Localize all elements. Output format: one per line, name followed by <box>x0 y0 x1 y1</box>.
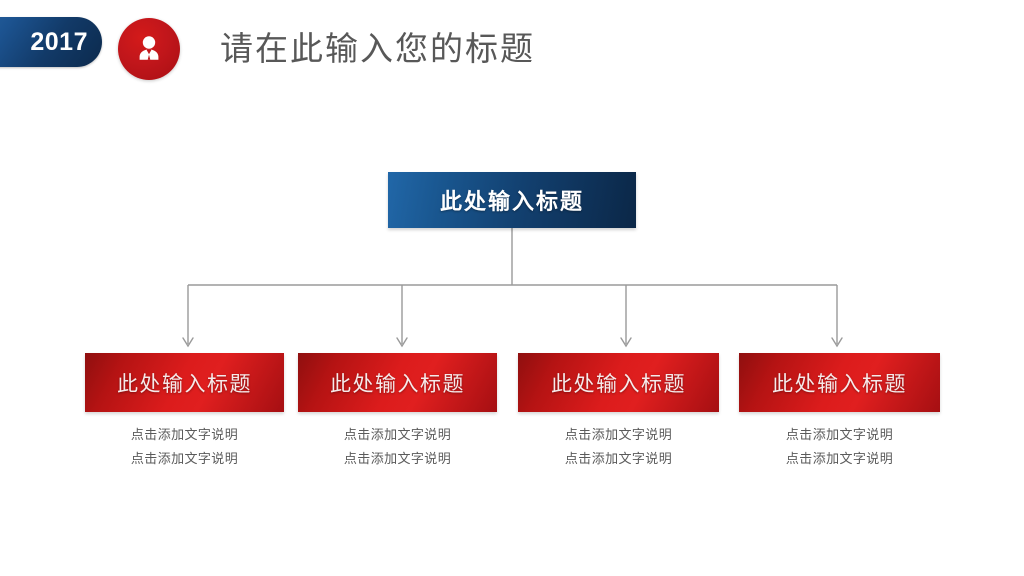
leaf-caption-3: 点击添加文字说明 点击添加文字说明 <box>518 424 719 472</box>
leaf-caption-4-line-1: 点击添加文字说明 <box>785 428 894 443</box>
person-icon <box>118 18 180 80</box>
leaf-caption-3-line-2: 点击添加文字说明 <box>564 452 673 467</box>
leaf-caption-1-line-2: 点击添加文字说明 <box>130 452 239 467</box>
year-badge: 2017 <box>0 17 102 67</box>
arrowhead-3 <box>620 337 632 348</box>
slide-header: 2017 请在此输入您的标题 <box>0 0 1024 110</box>
leaf-caption-1: 点击添加文字说明 点击添加文字说明 <box>85 424 284 472</box>
leaf-node-2-label: 此处输入标题 <box>330 371 465 396</box>
root-node[interactable]: 此处输入标题 <box>388 172 636 228</box>
leaf-caption-4: 点击添加文字说明 点击添加文字说明 <box>739 424 940 472</box>
root-node-label: 此处输入标题 <box>439 190 584 215</box>
year-badge-label: 2017 <box>30 28 88 56</box>
arrowhead-4 <box>831 337 843 348</box>
leaf-caption-1-line-1: 点击添加文字说明 <box>130 428 239 443</box>
leaf-node-2[interactable]: 此处输入标题 <box>298 353 497 412</box>
leaf-node-1-label: 此处输入标题 <box>117 371 252 396</box>
leaf-caption-2-line-1: 点击添加文字说明 <box>343 428 452 443</box>
leaf-node-4[interactable]: 此处输入标题 <box>739 353 940 412</box>
leaf-node-1[interactable]: 此处输入标题 <box>85 353 284 412</box>
leaf-node-3-label: 此处输入标题 <box>551 371 686 396</box>
leaf-caption-2: 点击添加文字说明 点击添加文字说明 <box>298 424 497 472</box>
leaf-caption-3-line-1: 点击添加文字说明 <box>564 428 673 443</box>
leaf-caption-4-line-2: 点击添加文字说明 <box>785 452 894 467</box>
page-title: 请在此输入您的标题 <box>220 29 535 68</box>
leaf-caption-2-line-2: 点击添加文字说明 <box>343 452 452 467</box>
arrowhead-1 <box>182 337 194 348</box>
arrowhead-2 <box>396 337 408 348</box>
leaf-node-3[interactable]: 此处输入标题 <box>518 353 719 412</box>
leaf-node-4-label: 此处输入标题 <box>772 371 907 396</box>
